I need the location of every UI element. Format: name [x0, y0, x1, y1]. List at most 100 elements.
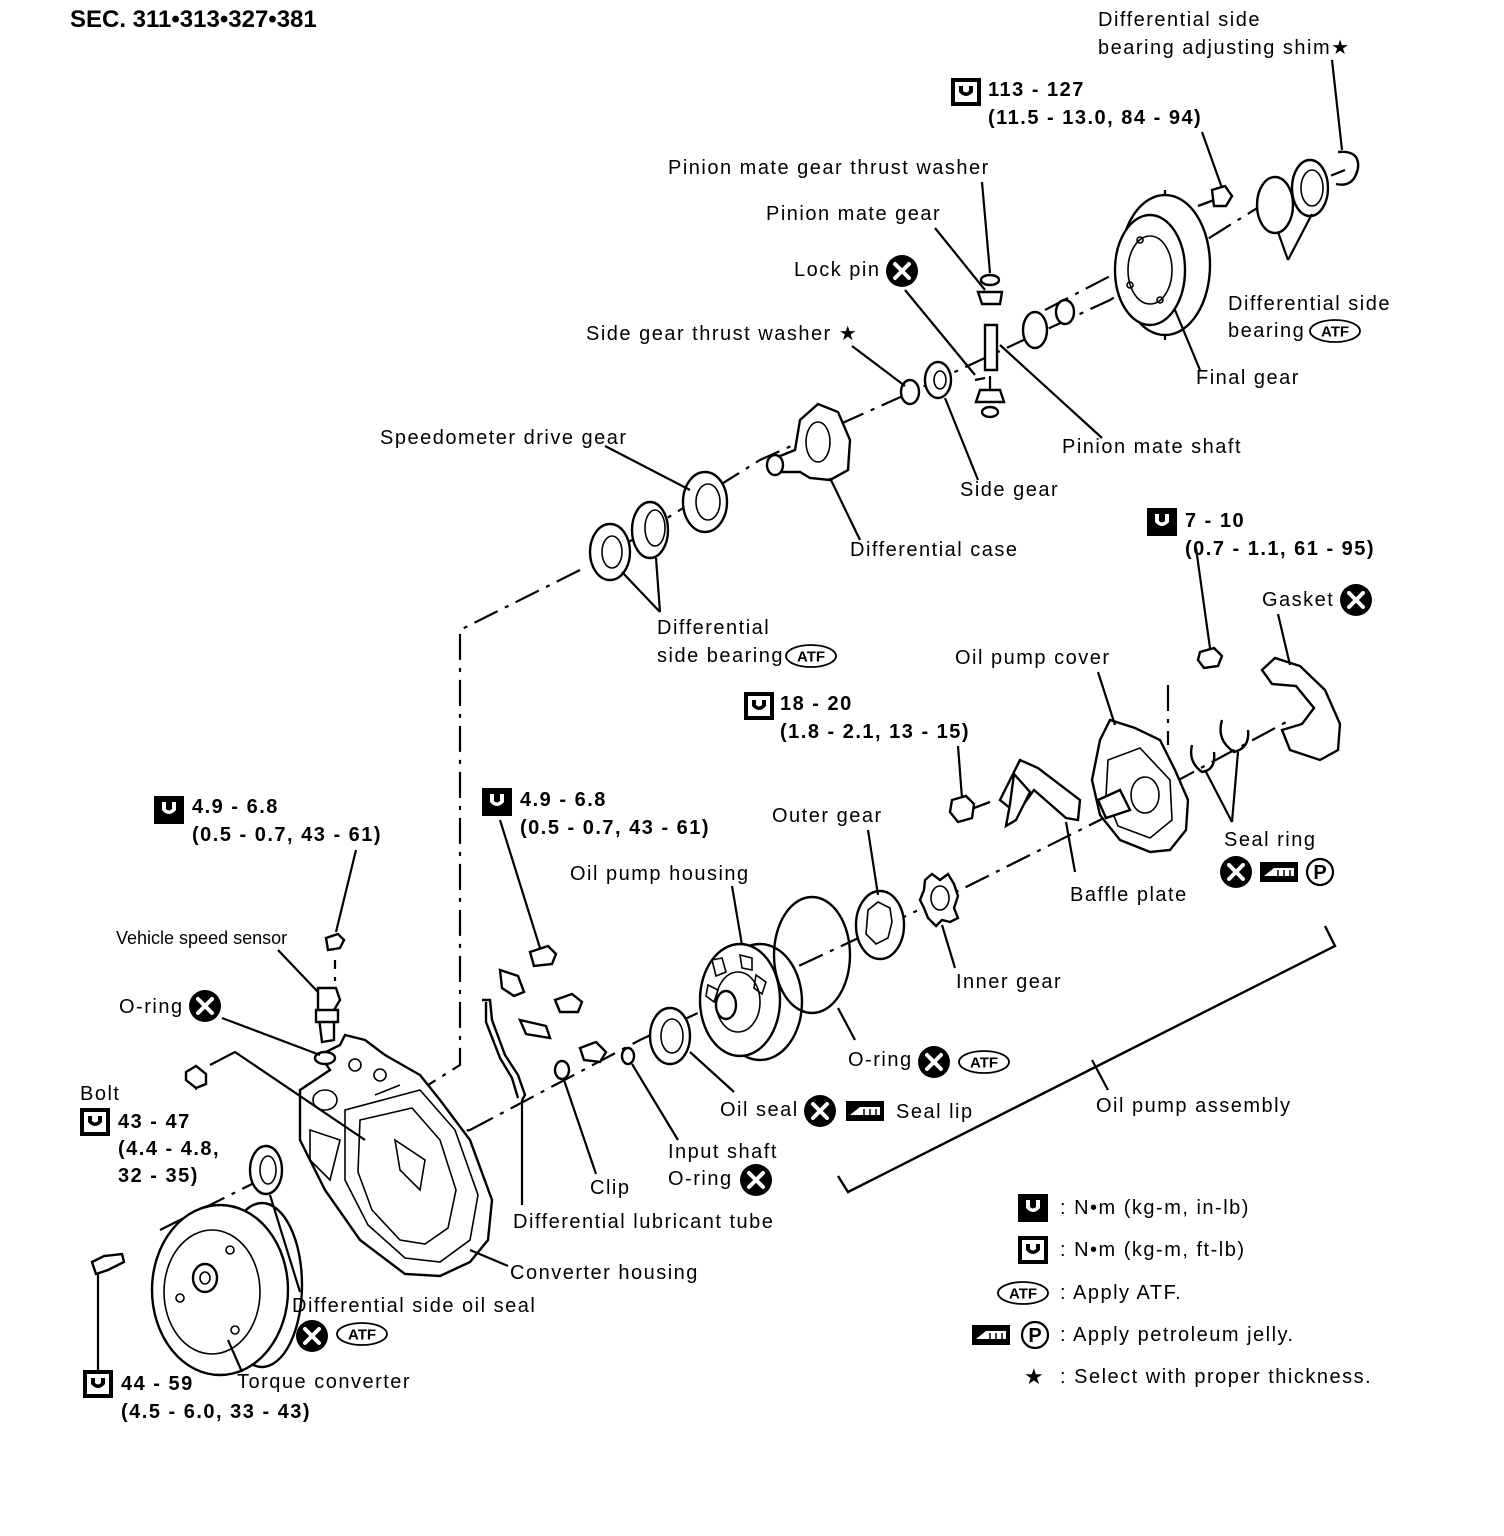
label-input-shaft-1: Input shaft: [668, 1141, 778, 1163]
bearing-to-housing-line: [419, 569, 581, 1091]
legend-petroleum-jelly-text: : Apply petroleum jelly.: [1060, 1324, 1295, 1346]
legend-torque-solid-icon: [1018, 1194, 1048, 1222]
torque-baffle-1: 18 - 20: [780, 693, 853, 715]
label-final-gear: Final gear: [1196, 367, 1300, 389]
replace-icon-lock-pin: [884, 253, 920, 289]
torque-converter-1: 44 - 59: [121, 1373, 194, 1395]
label-oil-pump-housing: Oil pump housing: [570, 863, 750, 885]
legend-torque-outline-text: : N•m (kg-m, ft-lb): [1060, 1239, 1246, 1261]
atf-badge-right-bearing: [1309, 319, 1361, 343]
label-inner-gear: Inner gear: [956, 971, 1063, 993]
label-lock-pin: Lock pin: [794, 259, 881, 281]
torque-baffle-2: (1.8 - 2.1, 13 - 15): [780, 721, 971, 743]
torque-symbol-tube: [482, 788, 512, 816]
torque-symbol-final-gear: [951, 78, 981, 106]
atf-badge-left-bearing: [785, 644, 837, 668]
label-diff-shim-1: Differential side: [1098, 9, 1261, 31]
side-gear-thrust-washer-part: [899, 378, 921, 406]
final-gear-axis: [1044, 274, 1113, 311]
inner-gear-part: [918, 872, 960, 928]
side-gear-part: [923, 360, 953, 400]
input-shaft-o-ring-part: [620, 1046, 636, 1066]
torque-sensor-1: 4.9 - 6.8: [192, 796, 279, 818]
vehicle-speed-sensor-part: [313, 986, 342, 1066]
section-title: SEC. 311•313•327•381: [70, 6, 317, 33]
legend-torque-outline-icon: [1018, 1236, 1048, 1264]
differential-case-part: [765, 402, 852, 482]
label-input-shaft-2: O-ring: [668, 1168, 733, 1190]
label-vss: Vehicle speed sensor: [116, 928, 288, 948]
pump-cover-bolt-part: [1196, 646, 1224, 670]
label-diff-bearing-right-2: bearing: [1228, 320, 1306, 342]
label-bolt: Bolt: [80, 1083, 121, 1105]
converter-axis-line: [159, 1174, 271, 1231]
differential-side-oil-seal-part: [248, 1144, 284, 1196]
oil-pump-assembly-bracket: [836, 925, 1337, 1194]
atf-badge-diff-oil-seal: [336, 1322, 388, 1346]
label-clip: Clip: [590, 1177, 631, 1199]
torque-final-gear-1: 113 - 127: [988, 79, 1085, 101]
label-oil-pump-assembly: Oil pump assembly: [1096, 1095, 1292, 1117]
torque-bolt-2: (4.4 - 4.8,: [118, 1138, 221, 1160]
legend-star-text: : Select with proper thickness.: [1060, 1366, 1373, 1388]
converter-bolt-part: [90, 1252, 126, 1276]
p-icon-legend: [1020, 1320, 1050, 1350]
torque-tube-1: 4.9 - 6.8: [520, 789, 607, 811]
label-diff-bearing-left-1: Differential: [657, 617, 771, 639]
replace-icon-diff-oil-seal: [294, 1318, 330, 1354]
petroleum-jelly-icon-seal-lip: [845, 1100, 885, 1122]
replace-icon-oil-seal: [802, 1093, 838, 1129]
label-o-ring-pump: O-ring: [848, 1049, 913, 1071]
atf-badge-legend: [997, 1281, 1049, 1305]
torque-bolt-3: 32 - 35): [118, 1165, 199, 1187]
differential-axis-line: [599, 168, 1346, 561]
petroleum-jelly-icon-legend: [971, 1324, 1011, 1346]
label-diff-tube: Differential lubricant tube: [513, 1211, 775, 1233]
baffle-bolt-part: [948, 794, 991, 824]
adjusting-shim-part: [1335, 150, 1360, 186]
outer-gear-part: [854, 889, 906, 961]
replace-icon-seal-ring: [1218, 854, 1254, 890]
legend-atf-text: : Apply ATF.: [1060, 1282, 1183, 1304]
torque-final-gear-2: (11.5 - 13.0, 84 - 94): [988, 107, 1203, 129]
label-seal-ring: Seal ring: [1224, 829, 1317, 851]
oil-pump-cover-part: [1090, 718, 1190, 854]
replace-icon-input-shaft-o-ring: [738, 1162, 774, 1198]
torque-symbol-pump-cover: [1147, 508, 1177, 536]
torque-symbol-converter: [83, 1370, 113, 1398]
replace-icon-gasket: [1338, 582, 1374, 618]
torque-converter-2: (4.5 - 6.0, 33 - 43): [121, 1401, 312, 1423]
leader-lines: [96, 59, 1344, 1373]
petroleum-jelly-icon-seal-ring: [1259, 861, 1299, 883]
pinion-mate-parts: [974, 273, 1006, 419]
label-diff-bearing-right-1: Differential side: [1228, 293, 1391, 315]
label-diff-case: Differential case: [850, 539, 1019, 561]
diff-side-bearing-right-part: [1255, 158, 1330, 235]
torque-pump-cover-2: (0.7 - 1.1, 61 - 95): [1185, 538, 1376, 560]
label-diff-oil-seal: Differential side oil seal: [292, 1295, 537, 1317]
label-o-ring-left: O-ring: [119, 996, 184, 1018]
seal-rings-part: [1189, 719, 1250, 774]
torque-symbol-baffle: [744, 692, 774, 720]
label-pinion-shaft: Pinion mate shaft: [1062, 436, 1243, 458]
p-icon-seal-ring: [1305, 857, 1335, 887]
torque-pump-cover-1: 7 - 10: [1185, 510, 1246, 532]
final-gear-bolt-part: [1197, 184, 1234, 208]
label-oil-pump-cover: Oil pump cover: [955, 647, 1111, 669]
torque-symbol-bolt: [80, 1108, 110, 1136]
torque-tube-2: (0.5 - 0.7, 43 - 61): [520, 817, 711, 839]
label-baffle-plate: Baffle plate: [1070, 884, 1188, 906]
label-oil-seal: Oil seal: [720, 1099, 799, 1121]
label-speedo-gear: Speedometer drive gear: [380, 427, 628, 449]
replace-icon-o-ring: [187, 988, 223, 1024]
torque-converter-part: [150, 1201, 304, 1377]
differential-lubricant-tube-part: [482, 998, 527, 1101]
gasket-part: [1260, 656, 1342, 762]
label-gasket: Gasket: [1262, 589, 1335, 611]
label-seal-lip: Seal lip: [896, 1101, 974, 1123]
oil-pump-o-ring-part: [772, 895, 852, 1015]
legend-star-icon: ★: [1024, 1364, 1046, 1389]
legend-torque-solid-text: : N•m (kg-m, in-lb): [1060, 1197, 1250, 1219]
sensor-bolt-part: [324, 932, 346, 952]
label-outer-gear: Outer gear: [772, 805, 883, 827]
